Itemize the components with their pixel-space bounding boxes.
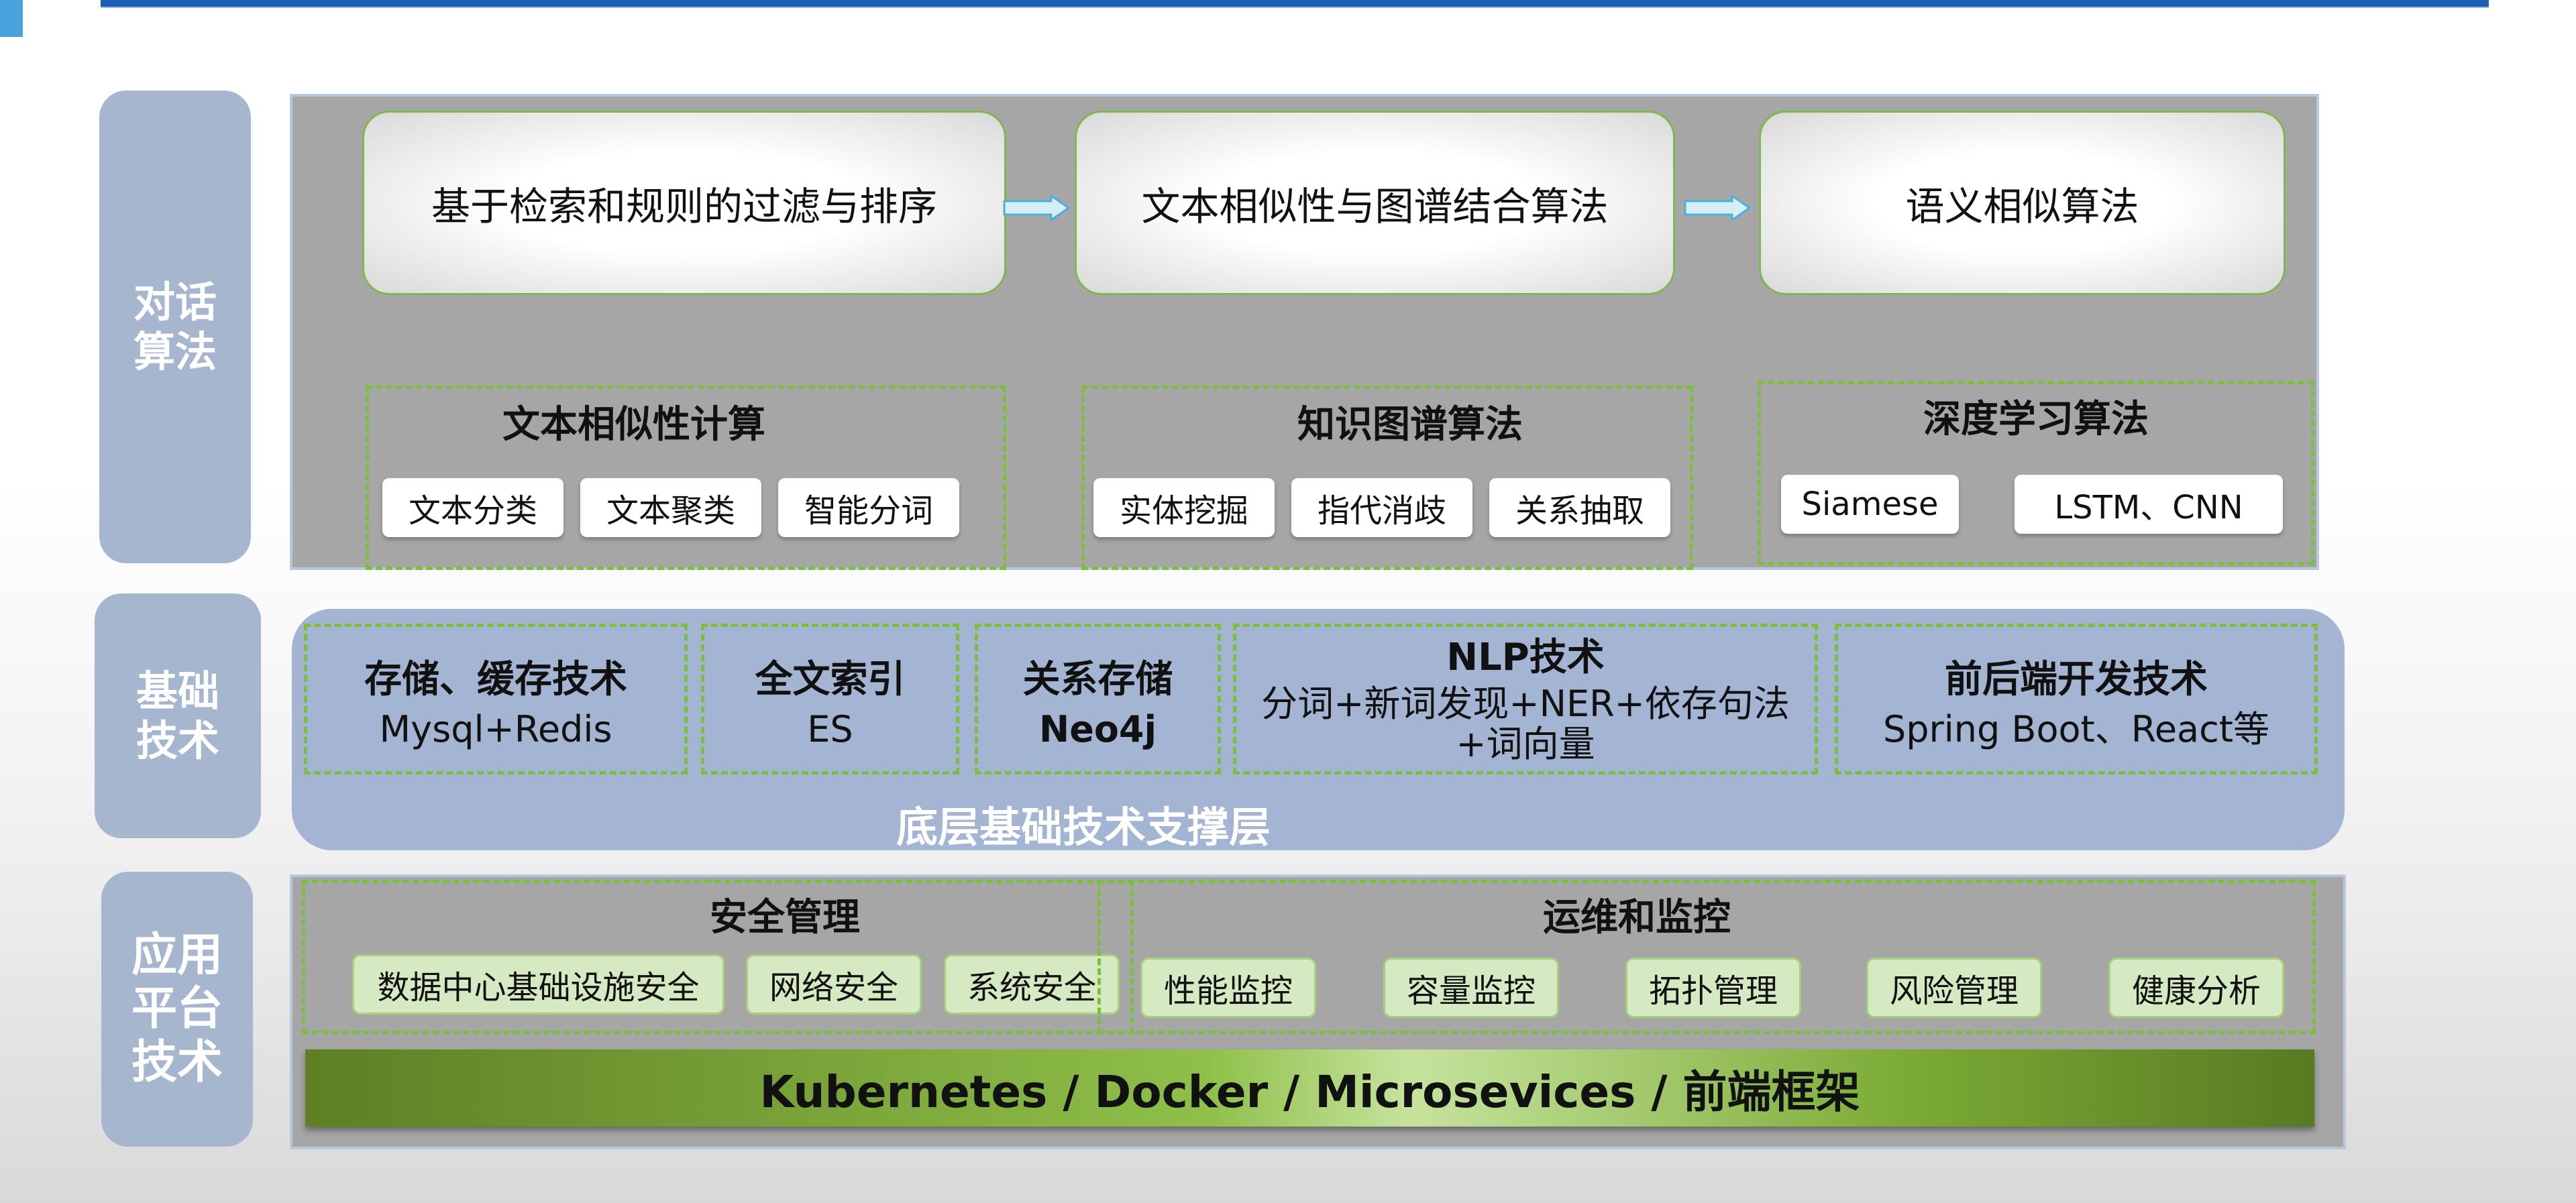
chip-text-classify: 文本分类 [382, 478, 564, 537]
pipeline-step-1: 基于检索和规则的过滤与排序 [362, 111, 1006, 295]
layer-label-platform: 应用 平台 技术 [101, 872, 253, 1147]
chip-siamese: Siamese [1781, 475, 1959, 534]
corner-accent [0, 0, 23, 37]
tech-storage [304, 624, 688, 775]
tech-frontend-backend [1835, 624, 2318, 775]
top-rule [101, 0, 2489, 8]
group-title: 安全管理 [710, 896, 860, 939]
base-panel [292, 609, 2345, 850]
group-text-similarity [366, 386, 1006, 570]
chip-entity-mining: 实体挖掘 [1093, 478, 1275, 537]
chip-text-cluster: 文本聚类 [580, 478, 761, 537]
chip-system-security: 系统安全 [944, 954, 1120, 1015]
group-title: 知识图谱算法 [1297, 403, 1523, 447]
group-deep-learning [1758, 381, 2314, 565]
tech-title: 全文索引 [755, 658, 906, 701]
tech-title: 存储、缓存技术 [364, 658, 627, 701]
chip-health-analysis: 健康分析 [2108, 958, 2284, 1018]
tech-sub: Mysql+Redis [379, 708, 612, 750]
tech-sub: ES [807, 708, 853, 750]
tech-sub: Spring Boot、React等 [1883, 708, 2269, 750]
layer-label-dialog: 对话 算法 [99, 91, 251, 563]
infra-bar-label: Kubernetes / Docker / Microsevices / 前端框… [759, 1066, 1860, 1118]
chip-network-security: 网络安全 [746, 954, 922, 1015]
arrow-right-icon [1684, 194, 1751, 221]
chip-relation-extract: 关系抽取 [1489, 478, 1670, 537]
chip-lstm-cnn: LSTM、CNN [2015, 475, 2283, 534]
tech-title: NLP技术 [1446, 636, 1605, 679]
chip-risk-mgmt: 风险管理 [1866, 958, 2042, 1018]
tech-nlp [1233, 624, 1818, 775]
ops-group [1097, 880, 2316, 1034]
layer-label-base: 基础 技术 [95, 593, 261, 838]
security-group [302, 880, 1134, 1034]
group-title: 运维和监控 [1543, 896, 1731, 939]
chip-dc-security: 数据中心基础设施安全 [352, 954, 724, 1015]
tech-title: 关系存储 [1022, 658, 1173, 701]
pipeline-step-3: 语义相似算法 [1759, 111, 2286, 295]
tech-fulltext [701, 624, 959, 775]
group-title: 深度学习算法 [1923, 398, 2149, 441]
tech-sub: 分词+新词发现+NER+依存句法 +词向量 [1261, 683, 1790, 766]
chip-perf-monitor: 性能监控 [1140, 958, 1316, 1018]
pipeline-step-2: 文本相似性与图谱结合算法 [1075, 111, 1675, 295]
chip-coreference: 指代消歧 [1291, 478, 1472, 537]
group-title: 文本相似性计算 [502, 403, 765, 447]
infra-bar: Kubernetes / Docker / Microsevices / 前端框… [305, 1049, 2314, 1127]
tech-sub: Neo4j [1039, 708, 1157, 750]
chip-capacity-monitor: 容量监控 [1383, 958, 1559, 1018]
chip-word-segment: 智能分词 [778, 478, 959, 537]
arrow-right-icon [1003, 194, 1070, 221]
chip-topology-mgmt: 拓扑管理 [1625, 958, 1801, 1018]
tech-title: 前后端开发技术 [1945, 658, 2208, 701]
group-knowledge-graph [1081, 386, 1693, 570]
tech-graph-store [975, 624, 1221, 775]
base-caption: 底层基础技术支撑层 [896, 803, 1271, 852]
